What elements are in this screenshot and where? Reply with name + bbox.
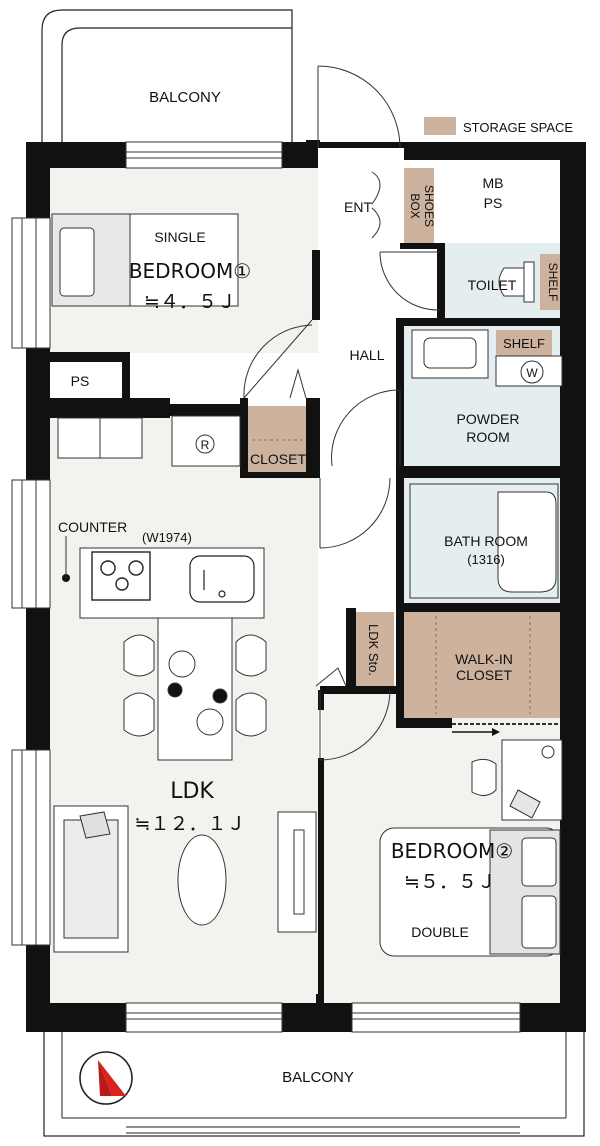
fridge-icon: R xyxy=(195,434,215,454)
shoes-box-label-2: BOX xyxy=(408,193,422,218)
balcony-top: BALCONY xyxy=(41,9,293,142)
bedroom1-bed-label: SINGLE xyxy=(154,229,205,245)
mb-ps-label-1: MB xyxy=(483,175,504,191)
bath-room-label-2: (1316) xyxy=(467,552,505,567)
fridge-mark: R xyxy=(201,438,210,452)
closet-label: CLOSET xyxy=(250,451,306,467)
shoes-box-label-1: SHOES xyxy=(422,185,436,227)
bedroom1-name: BEDROOM① xyxy=(129,259,251,283)
washer-mark: W xyxy=(526,366,538,380)
counter-label: COUNTER xyxy=(58,519,127,535)
bathtub-icon xyxy=(409,483,559,599)
legend-swatch xyxy=(424,117,456,135)
bedroom2-size: ≒５．５Ｊ xyxy=(404,871,496,893)
desk-lamp-icon xyxy=(471,739,563,821)
washer-icon: W xyxy=(495,355,563,387)
balcony-bottom-label: BALCONY xyxy=(282,1069,354,1086)
walk-in-closet-slider xyxy=(452,723,560,736)
door-swing-icon xyxy=(243,65,441,761)
bed-icon xyxy=(51,213,239,307)
windows xyxy=(11,141,521,1033)
closet-box xyxy=(246,406,312,472)
bedroom2-bed-label: DOUBLE xyxy=(411,924,469,940)
legend: STORAGE SPACE xyxy=(424,117,573,135)
toilet-icon xyxy=(498,261,535,303)
washbasin xyxy=(411,329,489,379)
powder-room-label-1: POWDER xyxy=(457,411,520,427)
balcony-top-label: BALCONY xyxy=(149,89,221,106)
toilet-shelf-label: SHELF xyxy=(546,263,560,302)
sink-icon xyxy=(189,555,255,603)
ldk-storage-label: LDK Sto. xyxy=(366,624,381,676)
gas-stove-icon xyxy=(91,551,151,601)
counter-width-label: (W1974) xyxy=(142,530,192,545)
powder-room-label-2: ROOM xyxy=(466,429,510,445)
ldk-storage-box xyxy=(352,612,394,686)
tv-stand xyxy=(277,811,317,933)
walk-in-closet-label-1: WALK-IN xyxy=(455,651,513,667)
coffee-table xyxy=(177,834,227,926)
mb-ps-label-2: PS xyxy=(484,195,503,211)
bedroom1-size: ≒４．５Ｊ xyxy=(144,291,236,313)
shoes-box xyxy=(404,168,434,244)
walls xyxy=(26,140,586,1032)
hall-label: HALL xyxy=(349,347,384,363)
sofa-icon xyxy=(53,805,129,953)
powder-shelf-label: SHELF xyxy=(503,336,545,351)
compass-icon xyxy=(79,1051,133,1105)
walk-in-closet-box xyxy=(404,612,564,718)
bath-room-label-1: BATH ROOM xyxy=(444,533,528,549)
dining-set-icon xyxy=(123,617,267,761)
powder-shelf-box xyxy=(496,330,552,356)
double-bed xyxy=(379,827,561,957)
walk-in-closet-label-2: CLOSET xyxy=(456,667,512,683)
kitchen-counter xyxy=(62,536,265,619)
ldk-size: ≒１２．１Ｊ xyxy=(135,813,246,835)
ps-label: PS xyxy=(71,373,90,389)
bedroom2-name: BEDROOM② xyxy=(391,839,513,863)
legend-label: STORAGE SPACE xyxy=(463,120,573,135)
ldk-name: LDK xyxy=(170,779,214,804)
toilet-label: TOILET xyxy=(468,277,517,293)
entrance-label: ENT xyxy=(344,199,372,215)
